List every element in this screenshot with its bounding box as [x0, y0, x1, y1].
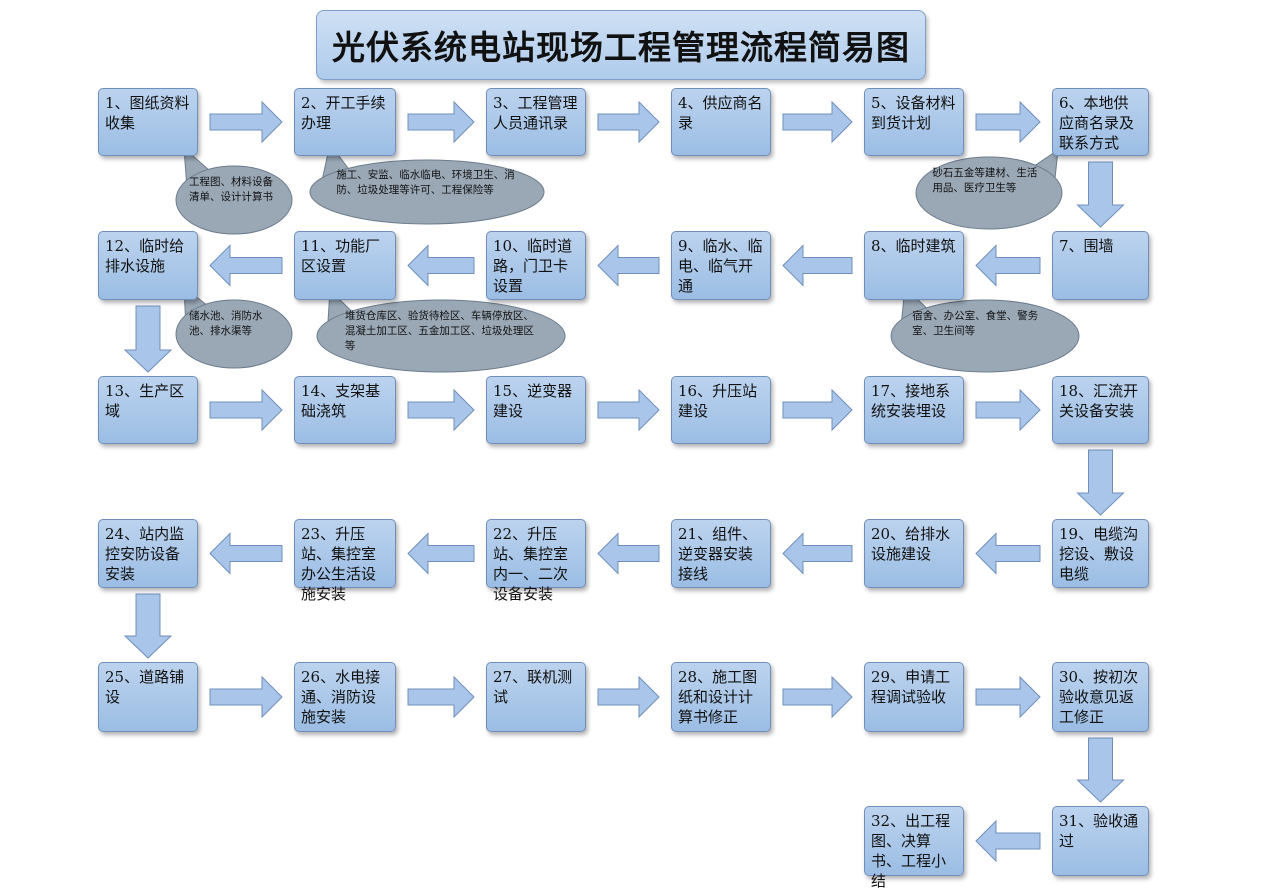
note-text-1: 工程图、材料设备清单、设计计算书 — [189, 175, 274, 203]
step-26: 26、水电接通、消防设施安装 — [294, 662, 396, 732]
note-bubble-fill-8 — [892, 301, 1078, 371]
step-16: 16、升压站建设 — [671, 376, 771, 444]
note-bubble-fill-11 — [318, 301, 564, 371]
step-14: 14、支架基础浇筑 — [294, 376, 396, 444]
arrow-27-to-28 — [597, 675, 660, 719]
step-28: 28、施工图纸和设计计算书修正 — [671, 662, 771, 732]
arrow-12-to-13 — [123, 305, 173, 373]
step-21: 21、组件、逆变器安装接线 — [671, 519, 771, 588]
arrow-31-to-32 — [975, 819, 1041, 863]
arrow-26-to-27 — [407, 675, 475, 719]
arrow-28-to-29 — [782, 675, 853, 719]
arrow-23-to-24 — [209, 532, 283, 575]
note-bubble-fill-2 — [311, 161, 543, 223]
arrow-20-to-21 — [782, 532, 853, 575]
arrow-30-to-31 — [1076, 737, 1125, 803]
arrow-24-to-25 — [123, 593, 173, 659]
step-27: 27、联机测试 — [486, 662, 586, 732]
note-text-8: 宿舍、办公室、食堂、警务室、卫生间等 — [912, 310, 1039, 337]
step-29: 29、申请工程调试验收 — [864, 662, 964, 732]
arrow-5-to-6 — [975, 100, 1041, 144]
step-2: 2、开工手续办理 — [294, 88, 396, 156]
step-3: 3、工程管理人员通讯录 — [486, 88, 586, 156]
note-text-12: 储水池、消防水池、排水渠等 — [189, 309, 263, 337]
step-9: 9、临水、临电、临气开通 — [671, 231, 771, 300]
arrow-21-to-22 — [597, 532, 660, 575]
step-13: 13、生产区域 — [98, 376, 198, 444]
step-11: 11、功能厂区设置 — [294, 231, 396, 300]
note-bubble-fill-6 — [917, 158, 1061, 228]
arrow-15-to-16 — [597, 388, 660, 432]
step-30: 30、按初次验收意见返工修正 — [1052, 662, 1149, 732]
step-31: 31、验收通过 — [1052, 806, 1149, 876]
arrow-7-to-8 — [975, 244, 1041, 287]
arrow-8-to-9 — [782, 244, 853, 287]
step-17: 17、接地系统安装埋设 — [864, 376, 964, 444]
step-4: 4、供应商名录 — [671, 88, 771, 156]
note-bubble-fill-12 — [177, 301, 291, 367]
step-23: 23、升压站、集控室办公生活设施安装 — [294, 519, 396, 603]
note-text-11: 堆货仓库区、验货待检区、车辆停放区、混凝土加工区、五金加工区、垃圾处理区等 — [344, 310, 534, 352]
arrow-29-to-30 — [975, 675, 1041, 719]
arrow-9-to-10 — [597, 244, 660, 287]
arrow-10-to-11 — [407, 244, 475, 287]
arrow-18-to-19 — [1076, 449, 1125, 516]
step-7: 7、围墙 — [1052, 231, 1149, 300]
arrow-11-to-12 — [209, 244, 283, 287]
step-5: 5、设备材料到货计划 — [864, 88, 964, 156]
arrow-16-to-17 — [782, 388, 853, 432]
arrow-3-to-4 — [597, 100, 660, 144]
step-22: 22、升压站、集控室内一、二次设备安装 — [486, 519, 586, 603]
arrow-2-to-3 — [407, 100, 475, 144]
note-text-2: 施工、安监、临水临电、环境卫生、消防、垃圾处理等许可、工程保险等 — [336, 169, 515, 196]
arrow-22-to-23 — [407, 532, 475, 575]
diagram-title: 光伏系统电站现场工程管理流程简易图 — [316, 10, 926, 80]
arrow-4-to-5 — [782, 100, 853, 144]
step-32: 32、出工程图、决算书、工程小结 — [864, 806, 964, 890]
step-19: 19、电缆沟挖设、敷设电缆 — [1052, 519, 1149, 588]
arrow-1-to-2 — [209, 100, 283, 144]
step-6: 6、本地供应商名录及联系方式 — [1052, 88, 1149, 156]
step-25: 25、道路铺设 — [98, 662, 198, 732]
step-24: 24、站内监控安防设备安装 — [98, 519, 198, 588]
note-bubble-fill-1 — [177, 167, 291, 233]
step-18: 18、汇流开关设备安装 — [1052, 376, 1149, 444]
arrow-19-to-20 — [975, 532, 1041, 575]
arrow-17-to-18 — [975, 388, 1041, 432]
arrow-14-to-15 — [407, 388, 475, 432]
arrow-25-to-26 — [209, 675, 283, 719]
arrow-13-to-14 — [209, 388, 283, 432]
step-8: 8、临时建筑 — [864, 231, 964, 300]
step-15: 15、逆变器建设 — [486, 376, 586, 444]
arrow-6-to-7 — [1076, 161, 1125, 228]
step-12: 12、临时给排水设施 — [98, 231, 198, 300]
step-20: 20、给排水设施建设 — [864, 519, 964, 588]
step-10: 10、临时道路，门卫卡设置 — [486, 231, 586, 300]
step-1: 1、图纸资料收集 — [98, 88, 198, 156]
note-text-6: 砂石五金等建材、生活用品、医疗卫生等 — [932, 167, 1038, 194]
